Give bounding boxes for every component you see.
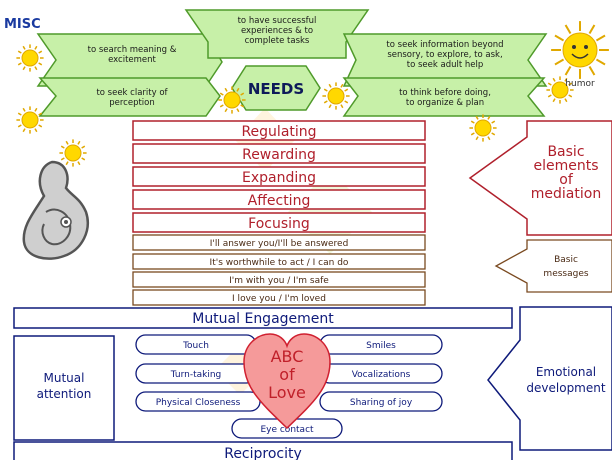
love-item-pill: Vocalizations xyxy=(319,363,443,384)
sun-icon xyxy=(469,114,497,142)
sun-icon xyxy=(218,86,246,114)
sun-icon xyxy=(546,76,574,104)
mediation-label: Regulating xyxy=(241,124,316,140)
mutual-engagement-band: Mutual Engagement xyxy=(13,307,513,329)
mutual-engagement-label: Mutual Engagement xyxy=(192,311,334,327)
love-item-pill: Smiles xyxy=(319,334,443,355)
message-label: I'm with you / I'm safe xyxy=(229,276,329,286)
message-row: It's worthwhile to act / I can do xyxy=(132,253,426,270)
love-item-label: Eye contact xyxy=(260,425,314,435)
love-item-pill: Physical Closeness xyxy=(135,391,261,412)
mediation-row: Regulating xyxy=(132,120,426,141)
reciprocity-label: Reciprocity xyxy=(224,446,302,460)
love-item-pill: Turn-taking xyxy=(135,363,257,384)
basic-messages: I'll answer you/I'll be answered It's wo… xyxy=(132,234,426,306)
love-items: Touch Turn-taking Physical Closeness Smi… xyxy=(135,334,443,439)
mediation-row: Focusing xyxy=(132,212,426,233)
love-item-pill: Sharing of joy xyxy=(319,391,443,412)
mediation-row: Expanding xyxy=(132,166,426,187)
message-row: I love you / I'm loved xyxy=(132,289,426,306)
need-box-2 xyxy=(184,9,370,59)
mediation-label: Affecting xyxy=(248,193,311,209)
love-item-label: Smiles xyxy=(366,341,396,351)
needs-group: to search meaning &excitement to have su… xyxy=(36,9,548,117)
smiling-sun-icon xyxy=(551,21,609,79)
mediation-label: Rewarding xyxy=(242,147,316,163)
message-row: I'm with you / I'm safe xyxy=(132,271,426,288)
love-item-label: Physical Closeness xyxy=(156,398,241,408)
humor-sun-icon: humor xyxy=(551,21,609,89)
love-item-label: Turn-taking xyxy=(170,370,222,380)
mediation-row: Affecting xyxy=(132,189,426,210)
mediation-label: Focusing xyxy=(248,216,310,232)
love-item-pill: Touch xyxy=(135,334,257,355)
heart-icon xyxy=(243,333,331,430)
sun-icon xyxy=(16,44,44,72)
sun-icon xyxy=(59,139,87,167)
message-label: It's worthwhile to act / I can do xyxy=(210,258,349,268)
message-row: I'll answer you/I'll be answered xyxy=(132,234,426,251)
reciprocity-band: Reciprocity xyxy=(13,441,513,460)
love-item-label: Sharing of joy xyxy=(350,398,413,408)
misc-label: MISC xyxy=(4,17,41,32)
mediation-label: Expanding xyxy=(242,170,316,186)
need-box-5 xyxy=(342,77,546,117)
message-label: I'll answer you/I'll be answered xyxy=(210,239,349,249)
mediation-elements: Regulating Rewarding Expanding Affecting… xyxy=(132,120,426,233)
need-text-5: to think before doing,to organize & plan xyxy=(399,88,491,108)
sun-icon xyxy=(16,106,44,134)
love-item-label: Touch xyxy=(182,341,209,351)
message-label: I love you / I'm loved xyxy=(232,294,326,304)
love-item-label: Vocalizations xyxy=(352,370,411,380)
need-box-4 xyxy=(38,77,221,117)
need-text-1: to search meaning &excitement xyxy=(88,45,177,65)
need-box-3 xyxy=(342,33,548,87)
needs-title: NEEDS xyxy=(248,80,304,98)
needs-hexagon xyxy=(231,65,321,111)
sun-icons xyxy=(16,44,574,167)
sun-icon xyxy=(322,82,350,110)
mediation-row: Rewarding xyxy=(132,143,426,164)
mother-child-icon xyxy=(22,160,89,260)
humor-label: humor xyxy=(565,79,595,89)
